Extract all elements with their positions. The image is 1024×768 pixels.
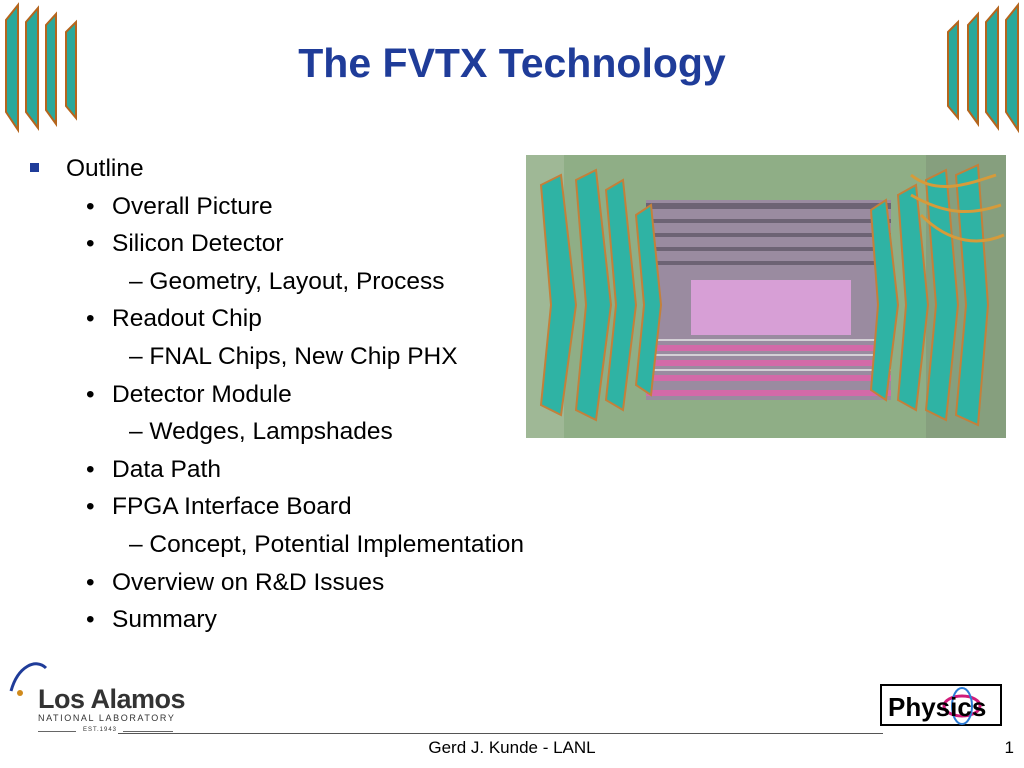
outline-item-label: Summary	[112, 606, 217, 634]
lanl-logo-name: Los Alamos	[38, 684, 186, 714]
footer-rule	[118, 733, 883, 734]
outline-item: • Detector Module	[28, 376, 524, 414]
detector-rendering-image	[526, 155, 1006, 438]
outline-item-label: Silicon Detector	[112, 230, 284, 258]
bullet-dot-icon: •	[86, 305, 95, 333]
bullet-dot-icon: •	[86, 568, 95, 596]
wedge-decoration-right	[947, 2, 1019, 134]
outline-heading-row: Outline	[28, 150, 524, 188]
lanl-logo-subtitle: NATIONAL LABORATORY	[38, 713, 176, 723]
lanl-logo: Los Alamos NATIONAL LABORATORY EST.1943	[8, 656, 186, 736]
outline-item: • Silicon Detector	[28, 225, 524, 263]
outline-item-label: Readout Chip	[112, 305, 262, 333]
outline-item: • Summary	[28, 601, 524, 639]
outline-subitem: – Geometry, Layout, Process	[129, 267, 445, 295]
wedge-decoration-left	[5, 2, 77, 134]
outline-item: • Data Path	[28, 451, 524, 489]
outline-heading: Outline	[66, 155, 144, 182]
outline-item: • Overview on R&D Issues	[28, 564, 524, 602]
bullet-dot-icon: •	[86, 380, 95, 408]
lanl-logo-rule-right	[123, 731, 173, 732]
slide-title: The FVTX Technology	[298, 40, 726, 86]
bullet-dot-icon: •	[86, 493, 95, 521]
bullet-dot-icon: •	[86, 192, 95, 220]
lanl-swoosh-icon	[9, 662, 48, 696]
outline-item: • FPGA Interface Board	[28, 488, 524, 526]
physics-logo: Physics	[880, 684, 1002, 726]
bullet-dot-icon: •	[86, 606, 95, 634]
outline-item-label: FPGA Interface Board	[112, 493, 352, 521]
footer-author: Gerd J. Kunde - LANL	[428, 738, 596, 757]
outline-item-label: Overview on R&D Issues	[112, 568, 385, 596]
outline-item-label: Data Path	[112, 455, 221, 483]
outline-item-label: Overall Picture	[112, 192, 273, 220]
lanl-logo-est: EST.1943	[83, 727, 118, 733]
outline-item: • Readout Chip	[28, 300, 524, 338]
outline-item: • Overall Picture	[28, 188, 524, 226]
outline-item-label: Detector Module	[112, 380, 292, 408]
outline-subitem: – Concept, Potential Implementation	[129, 530, 524, 558]
bullet-dot-icon: •	[86, 230, 95, 258]
outline-list: Outline • Overall Picture • Silicon Detecto…	[28, 150, 524, 639]
bullet-dot-icon: •	[86, 455, 95, 483]
page-number: 1	[1004, 738, 1014, 757]
lanl-logo-rule-left	[38, 731, 76, 732]
outline-subitem: – Wedges, Lampshades	[129, 418, 393, 446]
square-bullet-icon	[30, 163, 39, 172]
physics-logo-text: Physics	[888, 692, 986, 722]
outline-subitem: – FNAL Chips, New Chip PHX	[129, 342, 458, 370]
